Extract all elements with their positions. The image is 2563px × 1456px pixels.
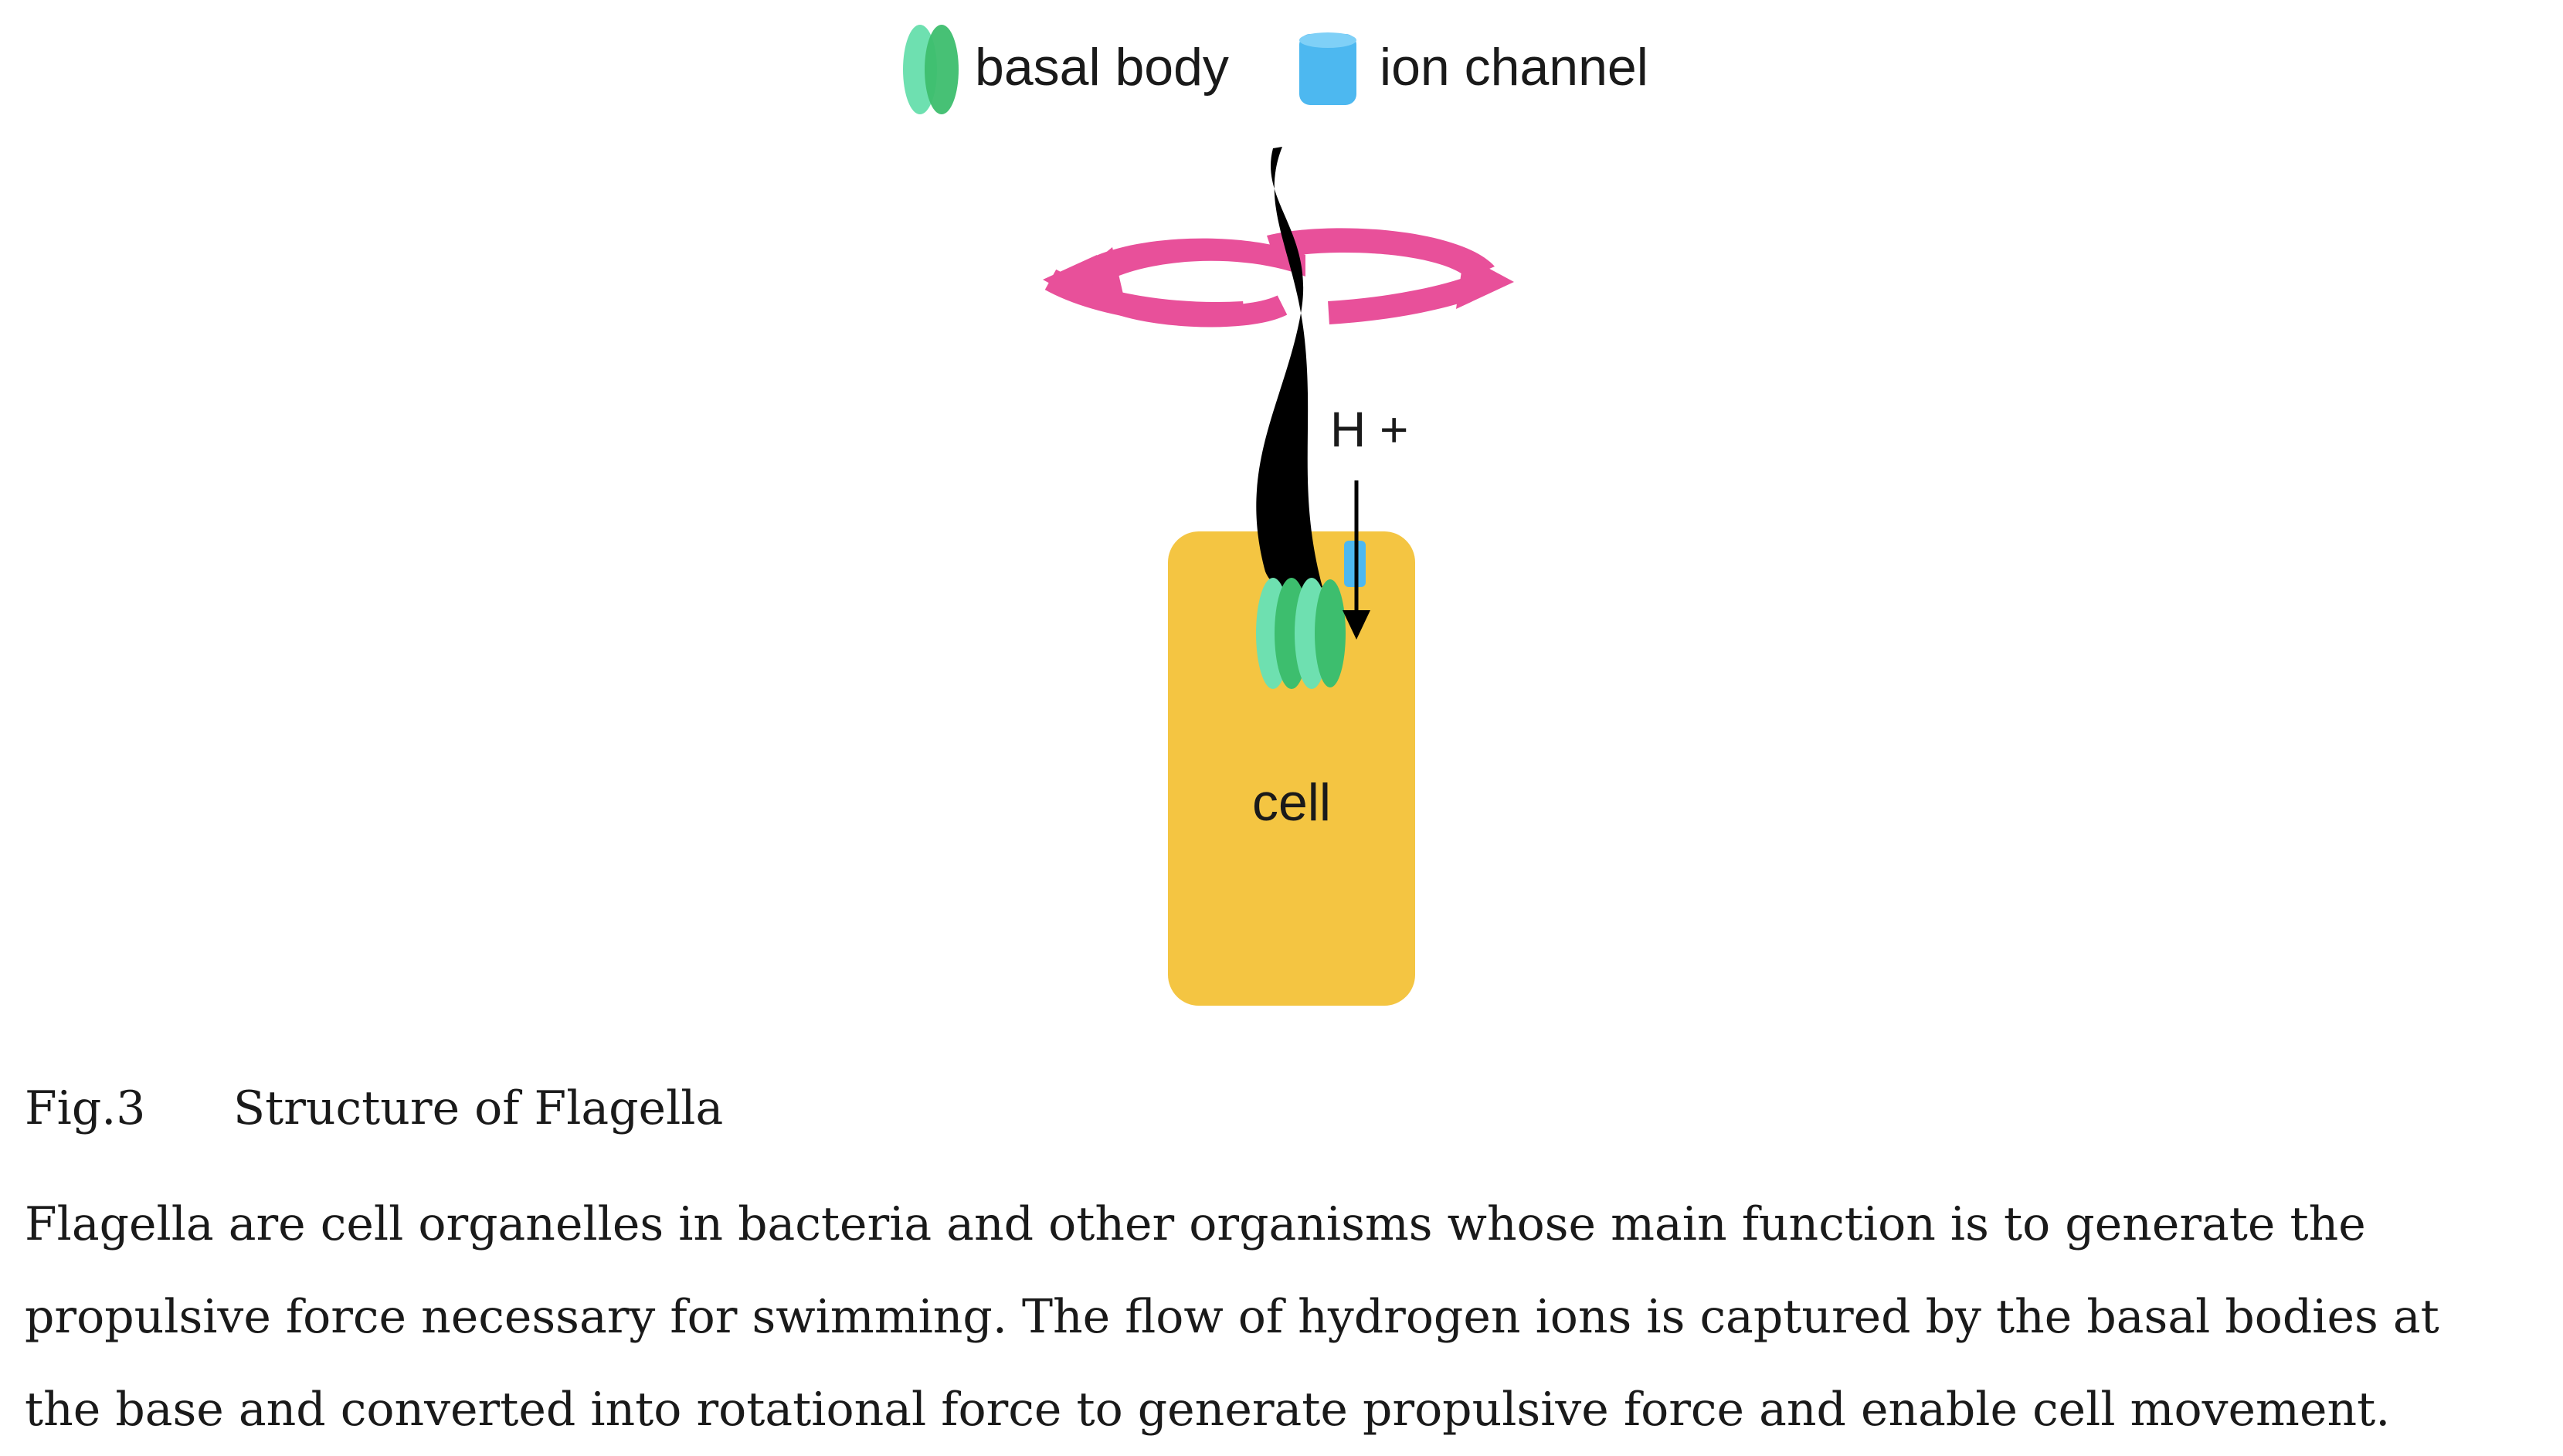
basal-body — [1256, 578, 1346, 689]
ion-channel-legend-label: ion channel — [1380, 38, 1648, 97]
figure-number: Fig.3 — [25, 1081, 146, 1135]
ion-channel-legend-icon — [1299, 32, 1356, 105]
ion-label: H + — [1330, 402, 1408, 457]
cell-body — [1168, 531, 1415, 1006]
ion-flow-arrowhead — [1343, 610, 1370, 640]
basal-body-legend-icon — [903, 25, 959, 114]
description-line-1: Flagella are cell organelles in bacteria… — [25, 1197, 2366, 1251]
figure-title: Structure of Flagella — [233, 1081, 724, 1135]
description-line-3: the base and converted into rotational f… — [25, 1383, 2391, 1437]
flagellum — [1256, 147, 1322, 592]
cell-label: cell — [1252, 773, 1331, 832]
figure-description: Flagella are cell organelles in bacteria… — [25, 1178, 2551, 1456]
legend: basal body ion channel — [903, 25, 1648, 114]
flagella-diagram: basal body ion channel cell H + — [903, 25, 1648, 1006]
basal-body-legend-label: basal body — [975, 38, 1229, 97]
description-line-2: propulsive force necessary for swimming.… — [25, 1290, 2439, 1344]
rotation-arrow — [1043, 228, 1514, 328]
